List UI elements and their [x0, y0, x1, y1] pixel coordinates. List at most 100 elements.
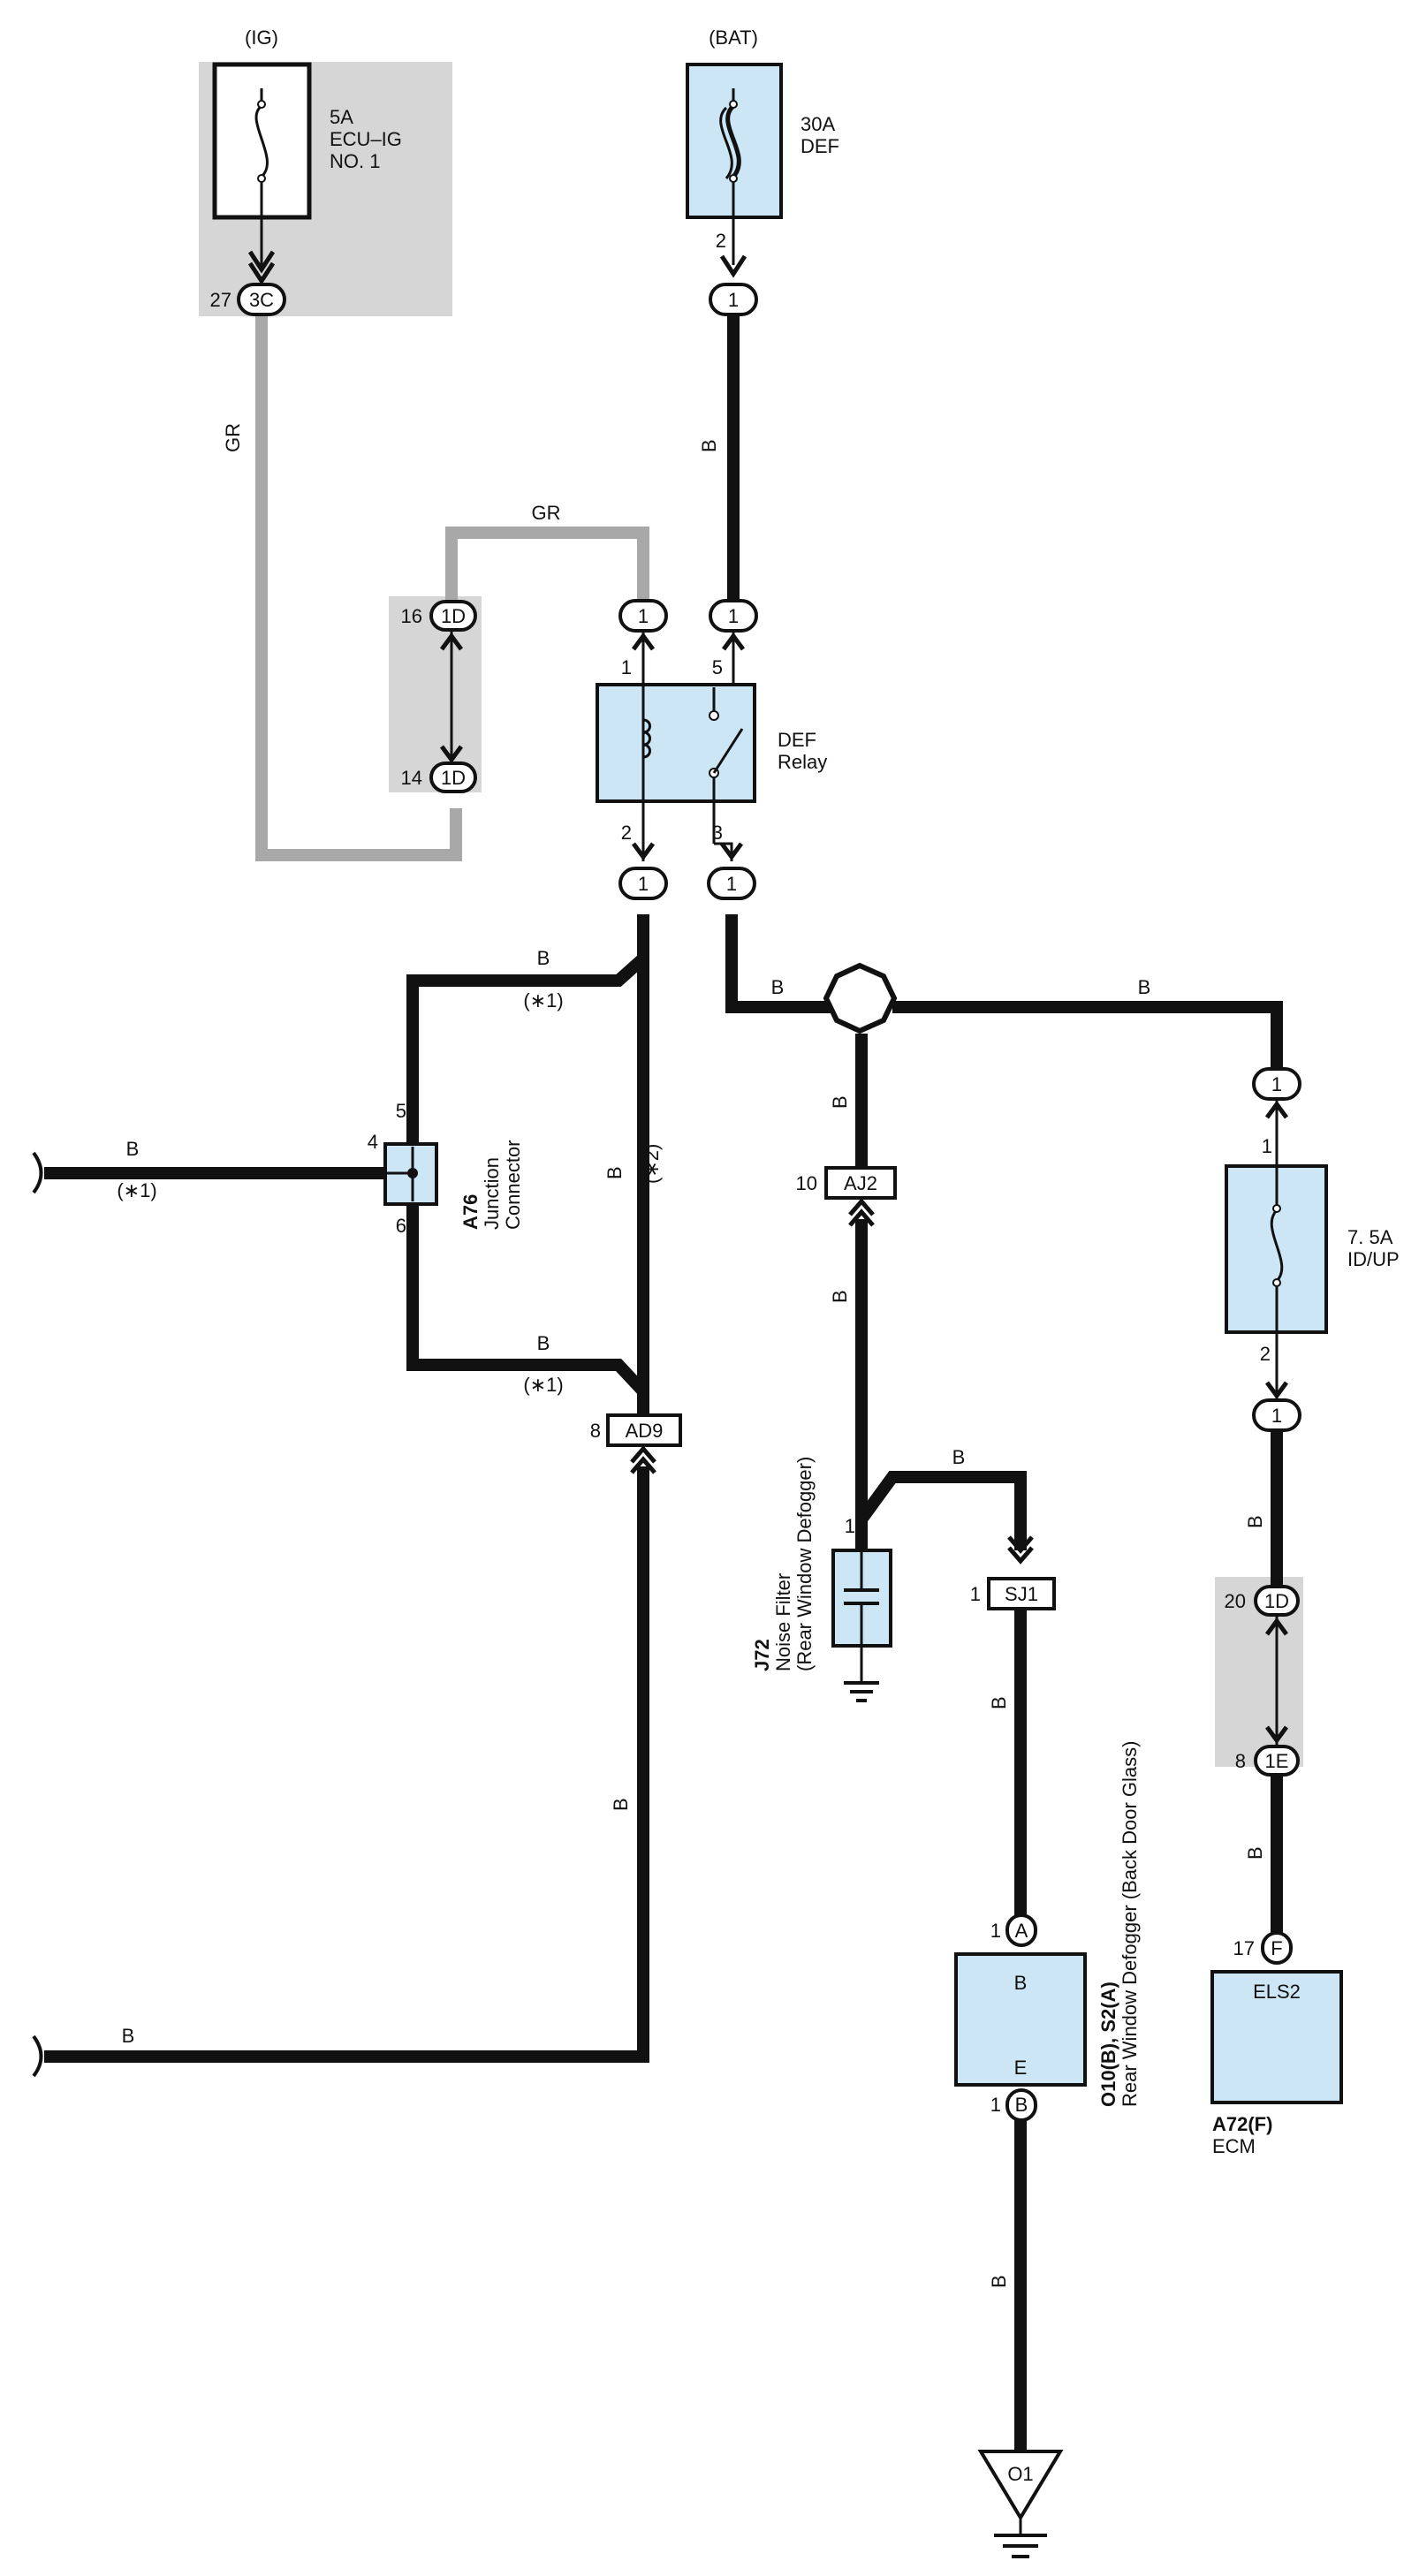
- ecm-terminal-els2: ELS2: [1253, 1981, 1301, 2003]
- wire-gr-label: GR: [222, 423, 244, 452]
- fuse-ecu-ig-name: ECU–IG: [330, 128, 402, 150]
- wire-b-ad9-to-left: [44, 1466, 649, 2063]
- ground-o1-label: O1: [1007, 2463, 1033, 2485]
- wire-b-label-ad9-down: B: [610, 1798, 632, 1811]
- wire-break-icon: [32, 2034, 43, 2078]
- defogger-pin-1b-label: 1: [990, 2094, 1001, 2116]
- a76-code: A76: [459, 1194, 482, 1230]
- wire-b-relay-pin3: [725, 914, 835, 1013]
- note-2: (∗2): [641, 1144, 663, 1184]
- ground-o1-icon: [977, 2450, 1064, 2521]
- wire-b-label-aj2-bottom: B: [829, 1290, 851, 1303]
- wire-b-label-sj1-down: B: [988, 1696, 1010, 1709]
- j72-name-1: Noise Filter: [772, 1573, 794, 1671]
- ad9-pin-8-label: 8: [590, 1420, 601, 1442]
- wire-b-label-a76-bottom: B: [537, 1332, 550, 1354]
- connector-1d-14-label: 1D: [441, 767, 466, 789]
- connector-idup-top-1-label: 1: [1271, 1073, 1282, 1095]
- connector-bat-1: [709, 283, 758, 316]
- wire-b-label-sj1: B: [952, 1446, 966, 1468]
- ig-source-label: (IG): [245, 27, 278, 49]
- wire-b-label-aj2-top: B: [829, 1095, 851, 1109]
- connector-1e-8-label: 1E: [1265, 1750, 1289, 1772]
- connector-pin-f-label: F: [1271, 1937, 1282, 1959]
- connector-3c: [237, 283, 286, 316]
- connector-relay-bottom-1: [618, 867, 668, 900]
- fuse-ecu-ig-amp: 5A: [330, 106, 353, 128]
- wire-gr-ig-to-1d: [255, 305, 462, 861]
- a76-pin-4-label: 4: [368, 1131, 378, 1153]
- wire-b-label: B: [698, 439, 720, 452]
- sj1-pin-1-label: 1: [970, 1583, 981, 1605]
- connector-relay-top-1-label: 1: [638, 605, 649, 627]
- pin-27-label: 27: [210, 289, 231, 311]
- bat-source-label: (BAT): [709, 27, 758, 49]
- pin-2-bat-label: 2: [716, 230, 726, 252]
- note-1-top: (∗1): [523, 989, 563, 1011]
- connector-1d-16-label: 1D: [441, 605, 466, 627]
- relay-pin-3-label: 3: [712, 822, 723, 844]
- connector-pin-b: [1005, 2088, 1037, 2122]
- j72-name-2: (Rear Window Defogger): [793, 1457, 816, 1671]
- ecm-pin-17-label: 17: [1233, 1937, 1255, 1959]
- connector-idup-bottom-1: [1252, 1398, 1301, 1432]
- fuse-ecu-ig-name2: NO. 1: [330, 150, 380, 172]
- wire-b-label-splice-right: B: [1138, 976, 1151, 998]
- pin-8-label: 8: [1235, 1750, 1246, 1772]
- ecm-icon: [1210, 1970, 1343, 2104]
- wire-b-label-idup: B: [1244, 1515, 1266, 1528]
- relay-name-2: Relay: [778, 751, 827, 773]
- connector-relay-bottom-1b: [707, 867, 756, 900]
- wire-b-to-sj1: [856, 1471, 1027, 1550]
- pin-16-label: 16: [401, 605, 422, 627]
- def-relay-icon: [596, 683, 756, 803]
- wire-gr-1d-to-relay: [445, 527, 649, 629]
- a76-name-1: Junction: [481, 1157, 503, 1230]
- pin-14-label: 14: [401, 767, 422, 789]
- wire-b-to-id-up: [892, 1001, 1283, 1069]
- o10-name: Rear Window Defogger (Back Door Glass): [1119, 1741, 1141, 2107]
- j72-code: J72: [751, 1639, 773, 1671]
- relay-pin-1-label: 1: [621, 656, 632, 678]
- fuse-def-amp: 30A: [801, 113, 835, 135]
- note-1-bottom: (∗1): [523, 1374, 563, 1396]
- wire-gr-label-top: GR: [532, 502, 561, 524]
- idup-pin-2-label: 2: [1260, 1343, 1271, 1365]
- fuse-def-name: DEF: [801, 135, 839, 157]
- fuse-idup-name: ID/UP: [1347, 1248, 1400, 1270]
- wire-b-a76-pin6: [406, 1201, 649, 1396]
- connector-pin-a-label: A: [1015, 1920, 1028, 1942]
- a72-name: ECM: [1212, 2135, 1256, 2157]
- connector-pin-a: [1005, 1913, 1037, 1947]
- defogger-pin-1-label: 1: [990, 1920, 1001, 1942]
- connector-sj1-label: SJ1: [1005, 1583, 1038, 1605]
- aj2-pin-10-label: 10: [796, 1172, 817, 1194]
- fuse-idup-amp: 7. 5A: [1347, 1226, 1393, 1248]
- connector-1d-14: [429, 761, 477, 793]
- connector-idup-bottom-1-label: 1: [1271, 1405, 1282, 1427]
- a76-name-2: Connector: [502, 1140, 524, 1230]
- o10-code: O10(B), S2(A): [1097, 1981, 1119, 2107]
- connector-pin-f: [1261, 1931, 1293, 1965]
- relay-name-1: DEF: [778, 729, 816, 751]
- relay-pin-2-label: 2: [621, 822, 632, 844]
- pin-20-label: 20: [1225, 1590, 1246, 1612]
- wire-b-label-ecm: B: [1244, 1846, 1266, 1860]
- defogger-terminal-e: E: [1014, 2057, 1028, 2079]
- j72-pin-1-label: 1: [845, 1515, 855, 1537]
- connector-pin-b-label: B: [1015, 2094, 1028, 2116]
- wire-b-label-left-bottom: B: [122, 2025, 135, 2047]
- wire-b-label-a76-top: B: [537, 947, 550, 969]
- connector-sj1: [987, 1577, 1056, 1610]
- a72-code: A72(F): [1212, 2113, 1272, 2135]
- defogger-terminal-b: B: [1014, 1972, 1028, 1994]
- wire-break-icon: [32, 1151, 43, 1194]
- connector-ad9-label: AD9: [626, 1420, 664, 1442]
- connector-1d-16: [429, 600, 477, 632]
- connector-aj2: [824, 1166, 897, 1200]
- a76-pin-5-label: 5: [396, 1100, 406, 1122]
- connector-1e-8: [1254, 1745, 1300, 1777]
- splice-point-icon: [823, 962, 898, 1034]
- wire-b-to-a76-pin5: [406, 914, 649, 1144]
